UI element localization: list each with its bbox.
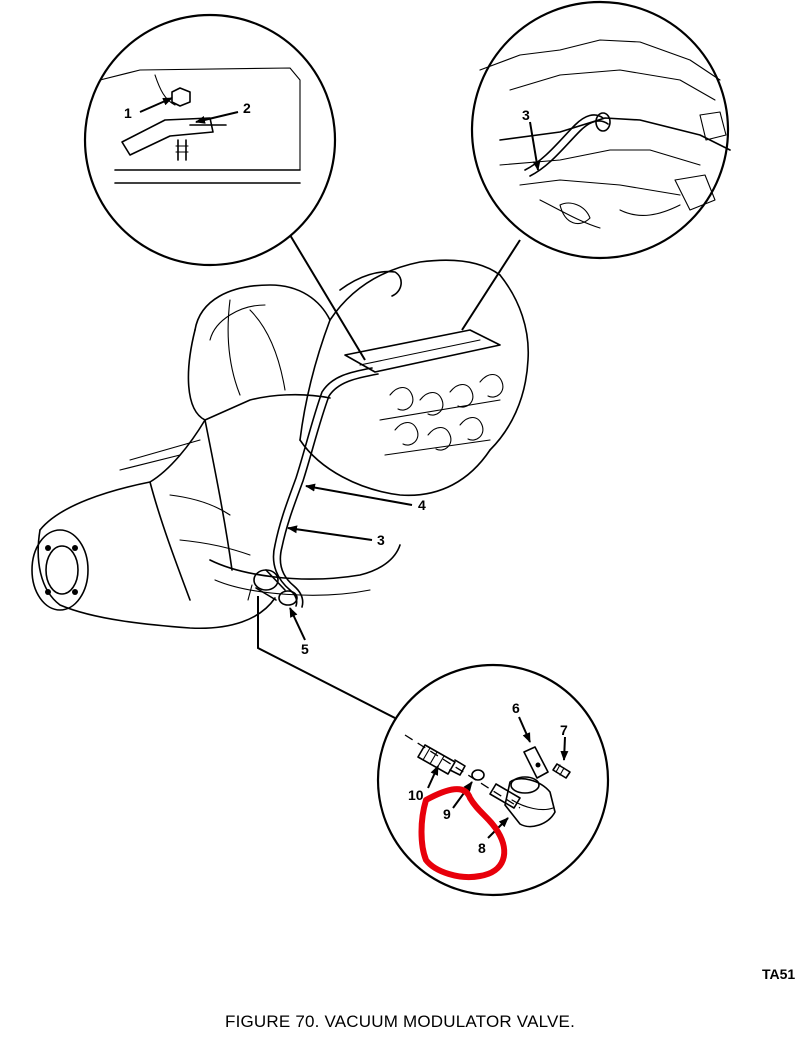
engine-transmission-assembly [31, 259, 530, 630]
leaders-top-left [139, 97, 239, 124]
callout-5: 5 [301, 641, 309, 657]
callout-1: 1 [124, 105, 132, 121]
callout-8: 8 [478, 840, 486, 856]
callout-6: 6 [512, 700, 520, 716]
callout-7: 7 [560, 722, 568, 738]
callout-3-detail: 3 [522, 107, 530, 123]
red-highlight-annotation [418, 786, 508, 880]
callout-9: 9 [443, 806, 451, 822]
callout-3: 3 [377, 532, 385, 548]
callout-4: 4 [418, 497, 426, 513]
figure-caption: FIGURE 70. VACUUM MODULATOR VALVE. [224, 1012, 575, 1031]
ta-code-label: TA51 [762, 966, 796, 982]
callout-2: 2 [243, 100, 251, 116]
callout-10: 10 [408, 787, 424, 803]
detail-manifold-connection [470, 0, 731, 260]
leaders-top-right [529, 121, 541, 171]
detail-modulator-exploded [376, 663, 610, 897]
leader-lines [257, 234, 521, 719]
detail-vacuum-fitting [83, 13, 337, 267]
